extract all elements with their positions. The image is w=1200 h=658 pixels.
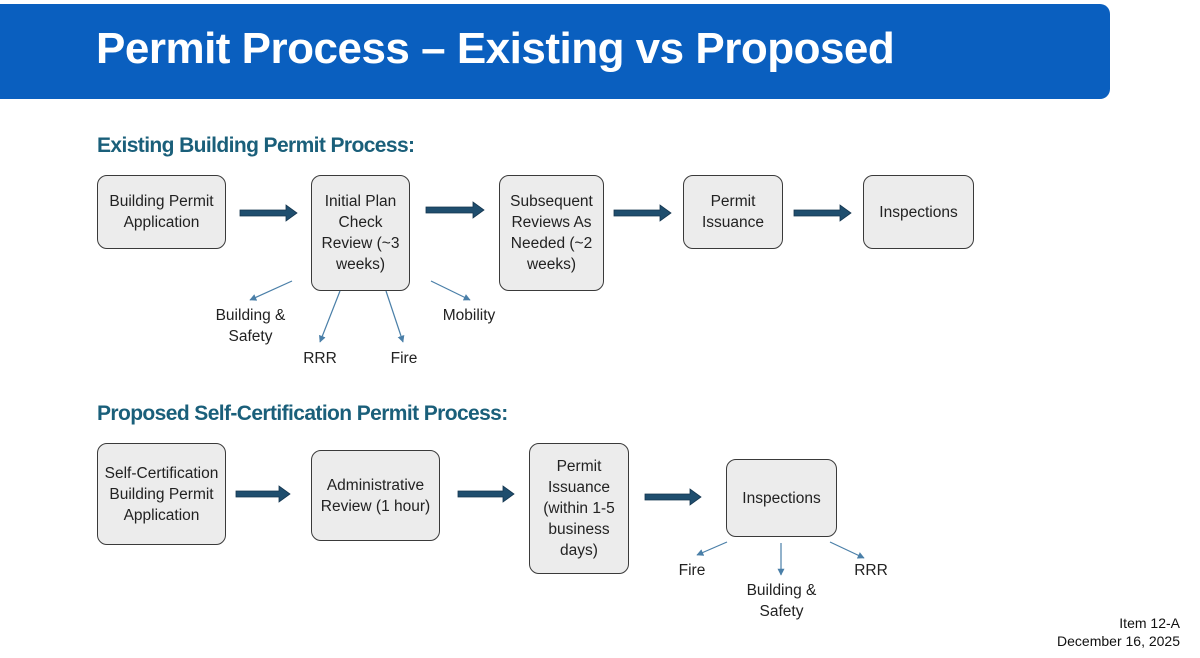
reviewer-rrr-label: RRR <box>303 350 337 367</box>
reviewer-mobility-label: Mobility <box>442 307 496 324</box>
reviewer-building-safety-label: Building & Safety <box>215 307 286 345</box>
flow-arrow-icon <box>425 201 485 219</box>
branch-arrow-fire <box>696 541 728 556</box>
flow-arrow-icon <box>457 485 515 503</box>
inspector-fire-label: Fire <box>678 562 706 579</box>
flow-arrow-icon <box>239 204 298 222</box>
item-number: Item 12-A <box>1119 615 1180 631</box>
existing-step-initial-plan-check: Initial Plan Check Review (~3 weeks) <box>311 175 410 291</box>
flow-arrow-icon <box>793 204 852 222</box>
meeting-date: December 16, 2025 <box>1057 633 1180 649</box>
existing-step-subsequent-reviews: Subsequent Reviews As Needed (~2 weeks) <box>499 175 604 291</box>
existing-process-heading: Existing Building Permit Process: <box>97 134 415 157</box>
proposed-step-permit-issuance: Permit Issuance (within 1-5 business day… <box>529 443 629 574</box>
page-title: Permit Process – Existing vs Proposed <box>96 24 895 73</box>
existing-step-inspections: Inspections <box>863 175 974 249</box>
slide-footer: Item 12-A December 16, 2025 <box>1057 614 1180 650</box>
branch-arrow-rrr <box>829 541 865 559</box>
existing-step-permit-issuance: Permit Issuance <box>683 175 783 249</box>
flow-arrow-icon <box>613 204 672 222</box>
inspector-building-safety-label: Building & Safety <box>746 582 817 620</box>
branch-arrow-building-safety <box>249 280 293 301</box>
proposed-step-administrative-review: Administrative Review (1 hour) <box>311 450 440 541</box>
proposed-flow-arrows <box>235 485 702 506</box>
proposed-step-inspections: Inspections <box>726 459 837 537</box>
proposed-step-self-certification-application: Self-Certification Building Permit Appli… <box>97 443 226 545</box>
flow-arrow-icon <box>235 485 291 503</box>
proposed-branch-arrows <box>696 541 865 576</box>
branch-arrow-fire <box>385 290 405 343</box>
existing-step-application: Building Permit Application <box>97 175 226 249</box>
branch-arrow-rrr <box>319 290 341 343</box>
branch-arrow-mobility <box>430 280 471 301</box>
proposed-process-heading: Proposed Self-Certification Permit Proce… <box>97 402 508 425</box>
flow-arrow-icon <box>644 488 702 506</box>
title-banner: Permit Process – Existing vs Proposed <box>0 4 1110 99</box>
inspector-rrr-label: RRR <box>854 562 888 579</box>
reviewer-fire-label: Fire <box>390 350 418 367</box>
